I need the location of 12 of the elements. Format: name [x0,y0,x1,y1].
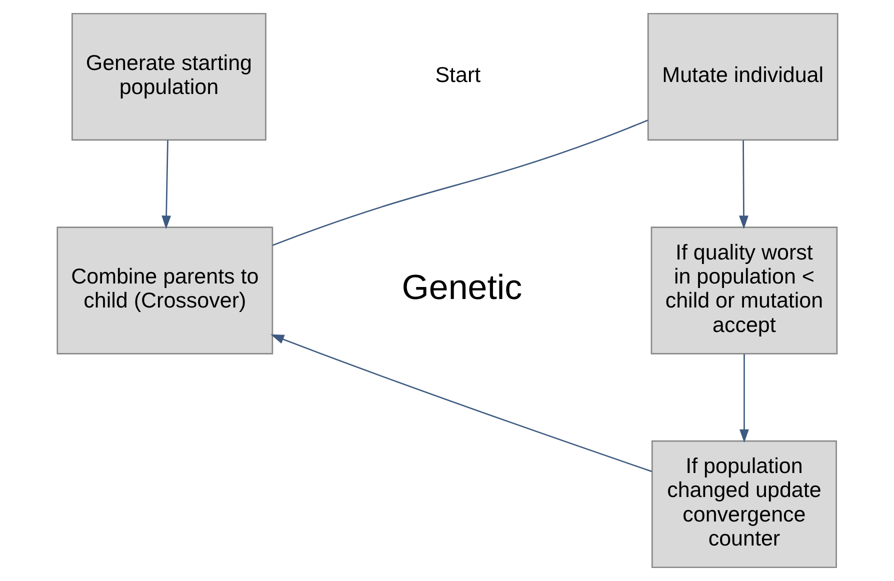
arrow [738,140,748,230]
connector [272,120,648,246]
node-box: Mutate individual [646,12,838,141]
node-box: If quality worst in population < child or mutation accept [650,226,838,354]
arrow [161,140,171,230]
node-box: Generate starting population [70,12,266,141]
node-box: If population changed update convergence counter [650,440,836,568]
node-box: Combine parents to child (Crossover) [56,226,273,354]
label: Genetic [401,268,522,307]
arrow [270,334,652,472]
label: Start [434,62,480,87]
arrow [739,354,748,443]
